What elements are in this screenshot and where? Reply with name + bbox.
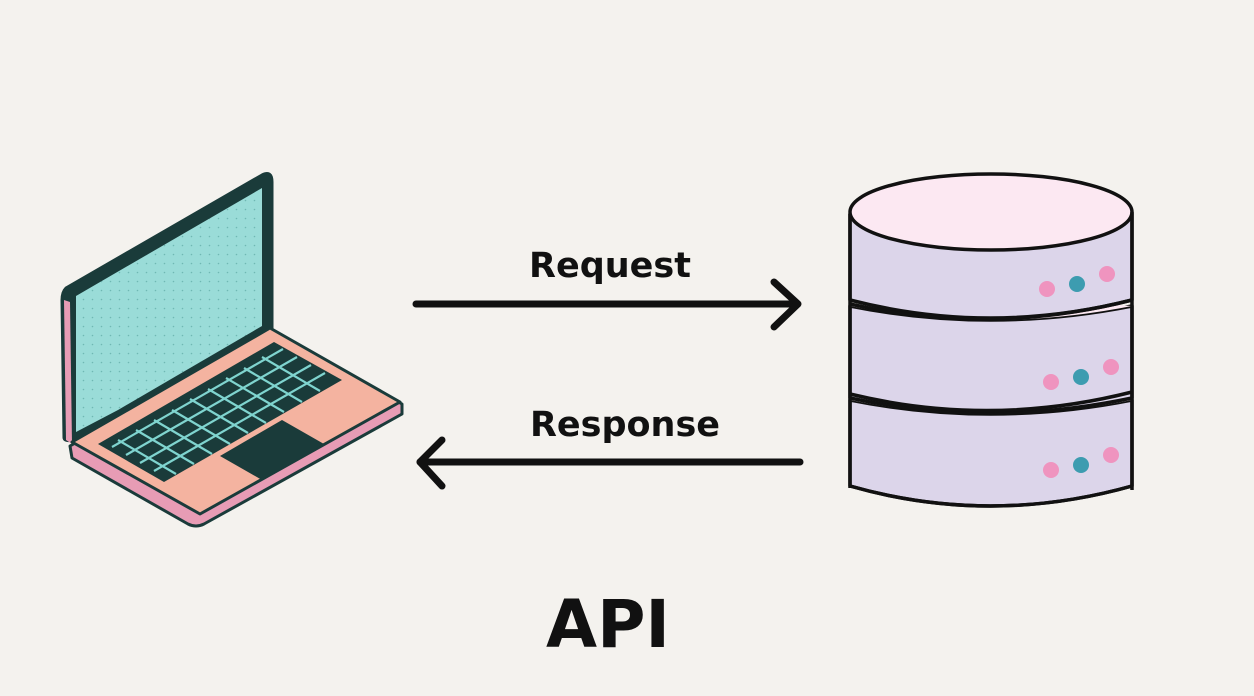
database-server-icon — [848, 172, 1134, 508]
server-dot-teal — [1069, 276, 1085, 292]
laptop-screen — [76, 188, 262, 432]
server-dot-pink — [1039, 281, 1055, 297]
request-label: Request — [529, 246, 691, 286]
laptop-touchpad — [220, 420, 324, 480]
server-tier-bottom — [848, 398, 1134, 508]
server-dot-pink — [1043, 374, 1059, 390]
server-dots — [1039, 266, 1119, 478]
request-arrow — [412, 278, 802, 331]
server-dot-pink — [1043, 462, 1059, 478]
diagram-title: API — [545, 586, 670, 663]
server-dot-teal — [1073, 457, 1089, 473]
laptop-lid-trim — [64, 300, 72, 444]
laptop-icon — [60, 172, 404, 528]
server-tier-middle — [848, 304, 1134, 415]
laptop-keys — [111, 348, 326, 475]
laptop-keyboard — [98, 342, 342, 482]
server-dot-teal — [1073, 369, 1089, 385]
server-dot-pink — [1103, 359, 1119, 375]
response-arrow — [416, 436, 804, 490]
server-dot-pink — [1099, 266, 1115, 282]
response-label: Response — [529, 405, 721, 445]
server-dot-pink — [1103, 447, 1119, 463]
server-top-cap — [848, 172, 1134, 252]
